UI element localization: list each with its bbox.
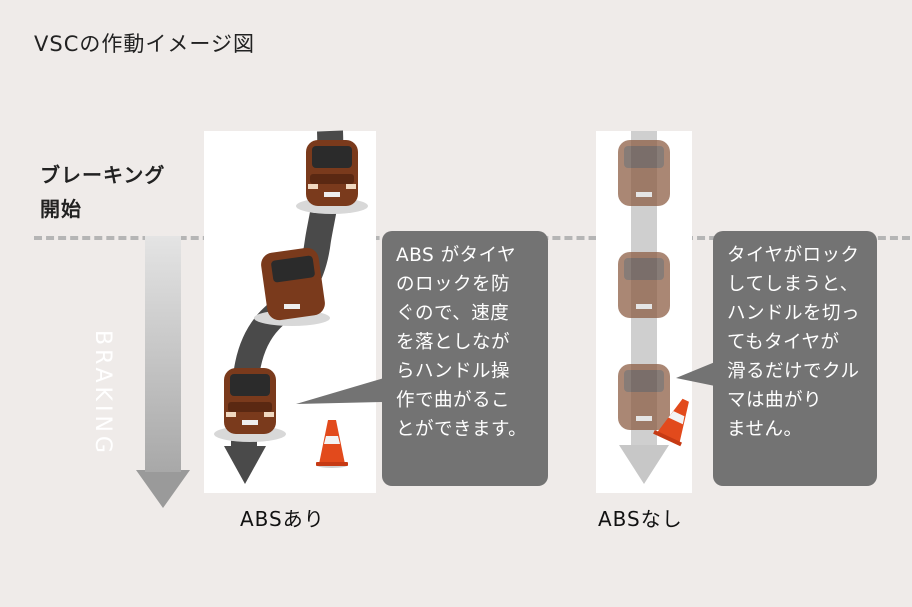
bubble-line: ABS がタイヤ — [396, 245, 517, 266]
braking-start-label: ブレーキング 開始 — [40, 158, 165, 226]
bubble-line: 作で曲がるこ — [396, 390, 511, 411]
braking-start-line-1: ブレーキング — [40, 163, 166, 187]
without-abs-bubble-pointer — [676, 362, 715, 386]
car-icon — [214, 368, 286, 442]
car-icon — [618, 252, 670, 318]
car-icon — [618, 140, 670, 206]
bubble-line: てもタイヤが — [727, 332, 840, 353]
traffic-cone-icon — [653, 398, 689, 447]
braking-start-line-2: 開始 — [40, 197, 82, 221]
bubble-line: ハンドルを切っ — [727, 303, 861, 324]
bubble-line: とができます。 — [396, 419, 528, 440]
bubble-line: マは曲がり — [727, 390, 823, 411]
without-abs-caption: ABSなし — [598, 507, 683, 531]
diagram-title: VSCの作動イメージ図 — [34, 32, 255, 56]
braking-arrow-label: BRAKING — [90, 330, 115, 457]
with-abs-explanation: ABS がタイヤ のロックを防 ぐので、速度 を落としなが らハンドル操 作で曲… — [382, 231, 548, 486]
traffic-cone-icon — [316, 420, 348, 468]
without-abs-explanation: タイヤがロック してしまうと、 ハンドルを切っ てもタイヤが 滑るだけでクル マ… — [713, 231, 877, 486]
bubble-line: を落としなが — [396, 332, 511, 353]
car-icon — [254, 247, 330, 326]
with-abs-caption: ABSあり — [240, 507, 325, 531]
bubble-line: タイヤがロック — [727, 245, 860, 266]
car-icon — [296, 140, 368, 214]
car-icon — [618, 364, 670, 430]
bubble-line: ません。 — [727, 419, 803, 440]
bubble-line: らハンドル操 — [396, 361, 511, 382]
bubble-line: してしまうと、 — [727, 274, 859, 295]
bubble-line: のロックを防 — [396, 274, 511, 295]
with-abs-bubble-pointer — [296, 378, 384, 404]
braking-arrow — [136, 236, 190, 508]
bubble-line: ぐので、速度 — [396, 303, 510, 324]
bubble-line: 滑るだけでクル — [727, 361, 860, 382]
